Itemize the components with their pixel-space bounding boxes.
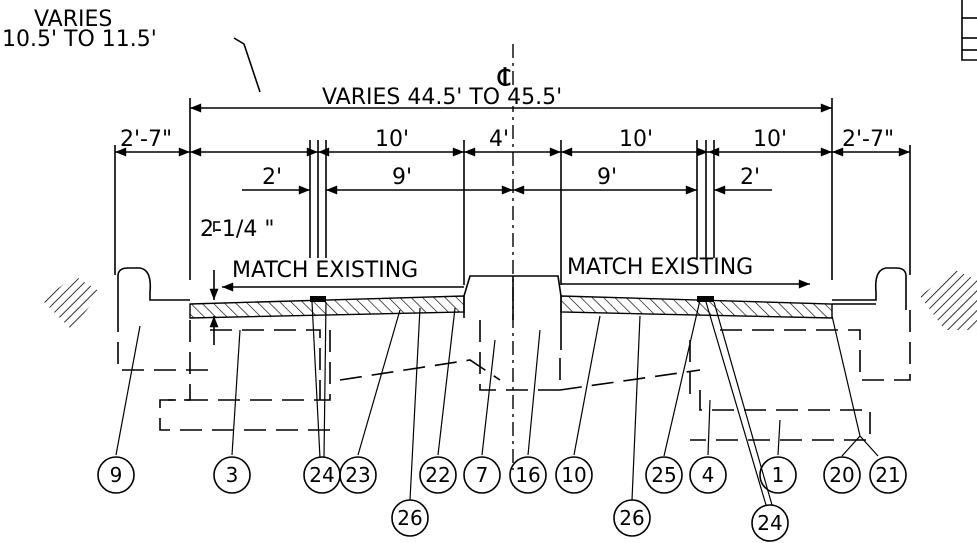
overall-width-label: VARIES 44.5' TO 45.5' [322, 85, 562, 110]
svg-text:3: 3 [226, 463, 239, 487]
match-existing-right: MATCH EXISTING [567, 255, 753, 280]
svg-text:26: 26 [619, 506, 644, 530]
overlay-thickness-dimension: 2-1/4 " [200, 217, 274, 345]
callout-26-left: 26 [391, 499, 429, 537]
callout-26-right: 26 [613, 499, 651, 537]
svg-text:24: 24 [757, 511, 782, 535]
stripe-dimensions-row: 2' 9' 9' 2' [242, 140, 772, 285]
svg-text:10: 10 [561, 463, 586, 487]
callout-9: 9 [97, 456, 135, 494]
lane-width-10-b: 10' [619, 127, 653, 152]
varies-label-line1: VARIES [34, 7, 112, 32]
match-existing-notes: MATCH EXISTING MATCH EXISTING [222, 255, 811, 292]
svg-text:23: 23 [345, 463, 370, 487]
callout-10: 10 [555, 456, 593, 494]
lane-width-varies-note: VARIES 10.5' TO 11.5' [2, 7, 261, 93]
svg-text:7: 7 [476, 463, 489, 487]
svg-text:16: 16 [515, 463, 540, 487]
svg-text:21: 21 [875, 463, 900, 487]
overall-width-dimension: VARIES 44.5' TO 45.5' [189, 85, 833, 280]
callout-1: 1 [759, 456, 797, 494]
svg-text:4: 4 [702, 463, 715, 487]
stripe-gap-left: 2' [262, 165, 282, 190]
callout-21: 21 [869, 456, 907, 494]
callout-7: 7 [463, 456, 501, 494]
lane-width-10-a: 10' [375, 127, 409, 152]
overlay-thickness-label: 2-1/4 " [200, 217, 274, 242]
width-9-right: 9' [597, 165, 617, 190]
varies-label-line2: 10.5' TO 11.5' [2, 27, 157, 52]
callout-bubbles: 9 3 24 23 22 7 16 10 25 4 1 20 21 26 26 … [97, 456, 907, 542]
callout-16: 16 [509, 456, 547, 494]
left-sidewalk-width: 2'-7" [120, 127, 172, 152]
svg-text:20: 20 [829, 463, 854, 487]
width-9-left: 9' [392, 165, 412, 190]
callout-25: 25 [645, 456, 683, 494]
existing-ground [42, 267, 977, 330]
match-existing-left: MATCH EXISTING [232, 258, 418, 283]
callout-23: 23 [339, 456, 377, 494]
median-width-4: 4' [489, 127, 509, 152]
lane-dimensions-row: 2'-7" 10' 4' 10' 10' 2'-7" [114, 127, 911, 275]
callout-4: 4 [689, 456, 727, 494]
callout-20: 20 [823, 456, 861, 494]
callout-leaders [115, 299, 879, 506]
callout-22: 22 [419, 456, 457, 494]
svg-text:9: 9 [110, 463, 123, 487]
stripe-gap-right: 2' [740, 165, 760, 190]
svg-text:24: 24 [309, 463, 334, 487]
title-block-fragment [961, 0, 977, 61]
svg-text:25: 25 [651, 463, 676, 487]
median-barrier [463, 275, 562, 350]
svg-text:22: 22 [425, 463, 450, 487]
existing-structures-dashed [117, 310, 911, 441]
callout-24-right: 24 [751, 504, 789, 542]
right-sidewalk-width: 2'-7" [842, 127, 894, 152]
callout-24-left: 24 [303, 456, 341, 494]
callout-3: 3 [213, 456, 251, 494]
svg-text:26: 26 [397, 506, 422, 530]
lane-width-10-c: 10' [753, 127, 787, 152]
svg-text:1: 1 [772, 463, 785, 487]
pavement-overlay [189, 295, 876, 319]
